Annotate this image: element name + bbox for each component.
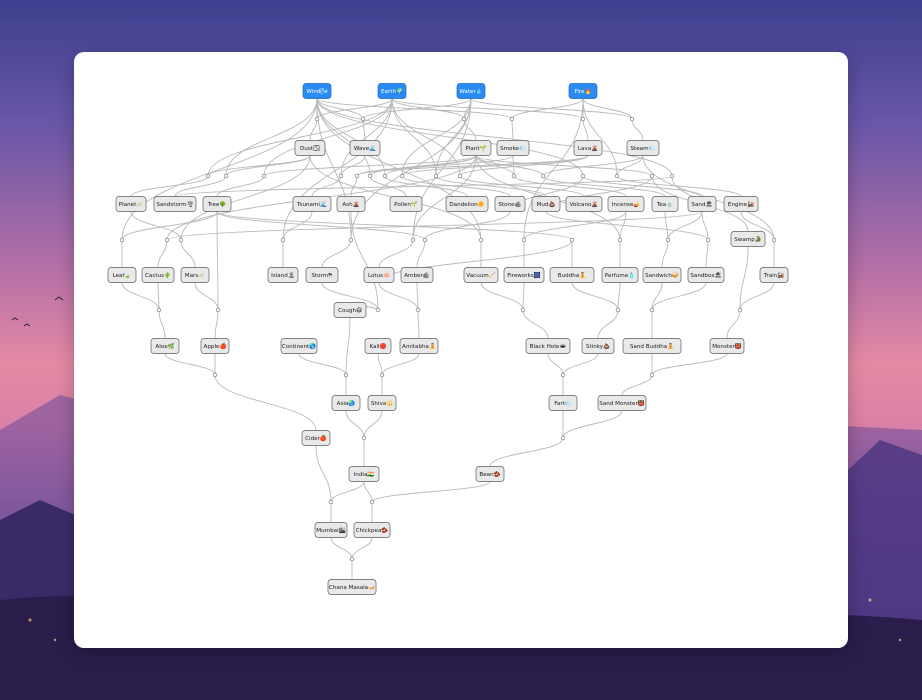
diagram-canvas (74, 52, 848, 648)
